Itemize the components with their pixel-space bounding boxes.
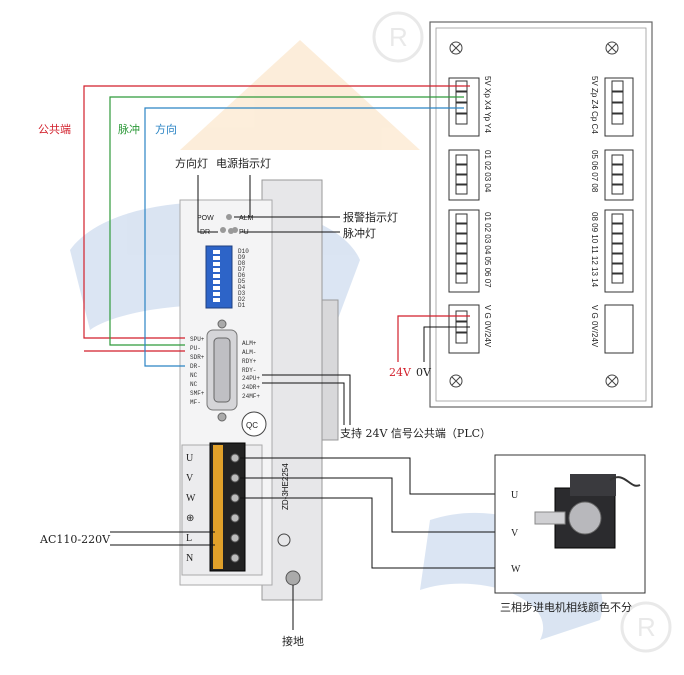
stepper-motor: U V W	[494, 454, 646, 594]
dip-d2: D2	[238, 296, 246, 303]
led-alm-label: ALM	[239, 215, 254, 222]
dip-d8: D8	[238, 260, 246, 267]
qc-label: QC	[246, 421, 258, 430]
terminal-label-u: U	[186, 453, 194, 464]
mount-screw-icon	[449, 41, 619, 388]
ground-screw-icon	[285, 570, 301, 586]
board-connector-left-power	[448, 304, 480, 354]
label-common: 公共端	[38, 123, 71, 136]
led-pow	[226, 214, 232, 220]
board-label-left-mid: 01 02 03 04	[483, 150, 492, 193]
svg-text:R: R	[637, 612, 656, 642]
board-connector-left-top	[448, 77, 480, 137]
pin-spu: SPU+	[190, 336, 205, 343]
dip-d6: D6	[238, 272, 246, 279]
label-motor-note: 三相步进电机相线颜色不分	[500, 600, 632, 614]
ground-symbol-icon	[277, 533, 291, 547]
pin-24pu: 24PU+	[242, 375, 260, 382]
wire-black	[110, 175, 510, 630]
led-dr	[220, 227, 226, 233]
pin-pu: PU-	[190, 345, 201, 352]
motor-phase-u: U	[511, 490, 519, 501]
pin-rdy-minus: RDY-	[242, 367, 256, 374]
board-label-left-power: V G 0V/24V	[483, 305, 492, 348]
dip-d5: D5	[238, 278, 246, 285]
pin-sdr: SDR+	[190, 354, 205, 361]
pin-alm-plus: ALM+	[242, 340, 257, 347]
label-power-light: 电源指示灯	[216, 156, 271, 170]
model-label: ZD-3HE2254	[281, 463, 290, 510]
label-ground: 接地	[282, 635, 304, 648]
wire-pulse	[109, 96, 464, 346]
terminal-label-w: W	[186, 493, 196, 504]
label-pulse: 脉冲	[118, 122, 140, 136]
board-label-right-top: 5V Zp Z4 Cp C4	[590, 76, 599, 134]
dip-d3: D3	[238, 290, 246, 297]
dip-d4: D4	[238, 284, 246, 291]
pin-dr: DR-	[190, 363, 201, 370]
label-dir-light: 方向灯	[175, 156, 208, 170]
board-label-right-power: V G 0V/24V	[590, 305, 599, 348]
wire-common	[83, 85, 470, 362]
dip-d7: D7	[238, 266, 246, 273]
label-pulse-light: 脉冲灯	[343, 226, 376, 240]
board-connector-right-big	[604, 209, 634, 293]
board-connector-right-top	[604, 77, 634, 137]
board-label-right-big: 08 09 10 11 12 13 14	[590, 212, 599, 288]
board-label-left-top: 5V Xp X4 Yp Y4	[483, 76, 492, 133]
pin-rdy-plus: RDY+	[242, 358, 257, 365]
dip-d10: D10	[238, 248, 249, 255]
board-label-right-mid: 05 06 07 08	[590, 150, 599, 193]
label-alarm-light: 报警指示灯	[343, 210, 398, 224]
label-24v: 24V	[389, 366, 412, 379]
pin-smf: SMF+	[190, 390, 205, 397]
pin-24dr: 24DR+	[242, 384, 260, 391]
terminal-label-v: V	[186, 473, 194, 484]
pin-mf: MF-	[190, 399, 201, 406]
board-label-left-big: 01 02 03 04 05 06 07	[483, 212, 492, 288]
pin-alm-minus: ALM-	[242, 349, 256, 356]
wire-direction	[144, 107, 464, 367]
terminal-label-n: N	[186, 553, 193, 564]
stepper-driver: POW ALM DR PU D10 D9 D8 D7 D6 D5 D4 D3 D…	[179, 179, 339, 601]
label-ac-input: AC110-220V	[39, 533, 111, 546]
dip-d1: D1	[238, 302, 246, 309]
label-direction: 方向	[155, 122, 177, 136]
svg-text:R: R	[389, 22, 408, 52]
motor-phase-w: W	[511, 564, 521, 575]
pin-nc2: NC	[190, 381, 198, 388]
board-connector-left-big	[448, 209, 480, 293]
led-pow-label: POW	[197, 215, 214, 222]
label-plc-note: 支持 24V 信号公共端（PLC）	[340, 426, 491, 440]
motor-phase-v: V	[511, 528, 519, 539]
board-connector-right-power	[604, 304, 634, 354]
terminal-label-pe: ⊕	[186, 513, 194, 524]
pin-nc1: NC	[190, 372, 198, 379]
pin-24mf: 24MF+	[242, 393, 260, 400]
control-board: 5V Xp X4 Yp Y4 01 02 03 04 01 02 03 04 0…	[429, 21, 653, 408]
dip-d9: D9	[238, 254, 246, 261]
label-0v: 0V	[416, 366, 432, 379]
terminal-label-l: L	[186, 533, 192, 544]
qc-sticker	[241, 411, 267, 437]
